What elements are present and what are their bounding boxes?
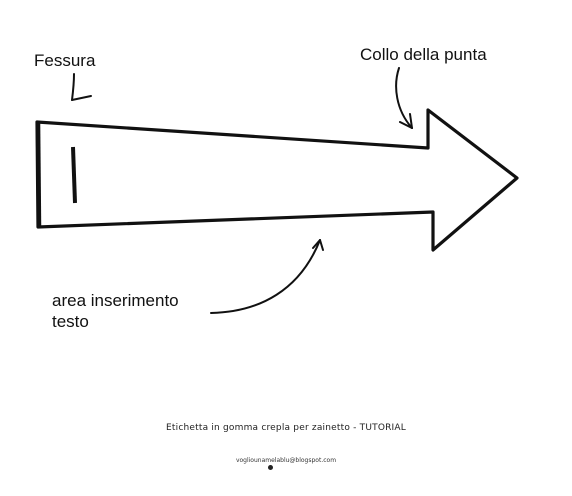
caption: Etichetta in gomma crepla per zainetto -…: [166, 423, 406, 433]
label-area-line-1: area inserimento: [52, 291, 179, 310]
watermark: vogliounamelablu@blogspot.com: [235, 457, 337, 464]
label-area-inserimento-testo: area inserimento testo: [52, 290, 179, 332]
arrow-outline: [35, 108, 519, 252]
area-pointer: [210, 239, 324, 314]
label-collo-della-punta: Collo della punta: [360, 45, 487, 64]
watermark-logo-icon: [268, 465, 273, 470]
collo-pointer: [395, 67, 413, 129]
slot-mark: [71, 146, 77, 204]
label-area-line-2: testo: [52, 312, 89, 331]
fessura-pointer: [71, 73, 92, 101]
label-fessura: Fessura: [34, 51, 96, 70]
arrow-left-edge: [35, 121, 42, 228]
